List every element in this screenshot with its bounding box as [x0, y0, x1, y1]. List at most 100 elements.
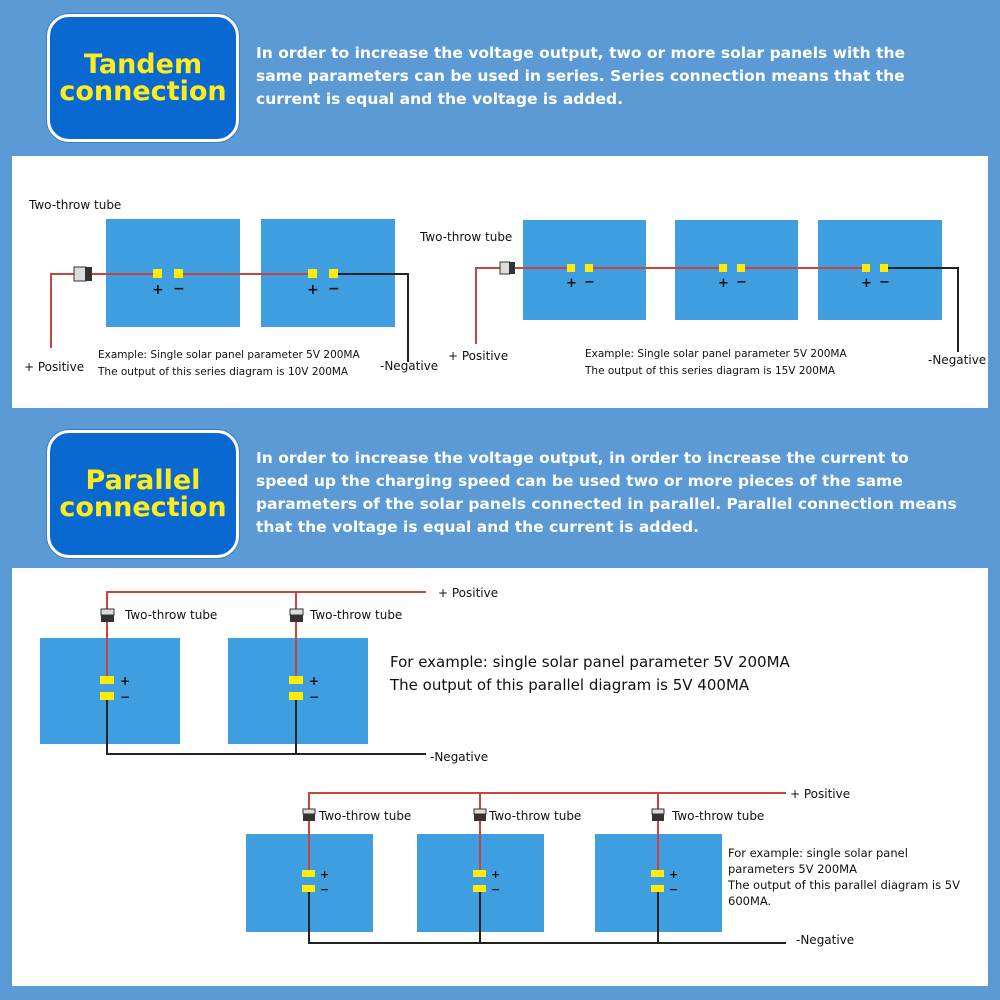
solar-panel	[40, 638, 180, 744]
parallel-top-tube-label: Two-throw tube	[124, 608, 217, 622]
parallel-badge-line1: Parallel	[85, 465, 201, 496]
positive-wire	[475, 267, 500, 344]
positive-wire	[106, 591, 426, 676]
plus-sign: +	[861, 276, 872, 291]
terminal-negative	[100, 692, 114, 700]
minus-sign: −	[584, 275, 595, 290]
two-throw-tube-icon	[100, 608, 115, 616]
two-throw-tube-icon	[101, 615, 114, 622]
negative-wire	[888, 267, 959, 352]
two-throw-tube-icon	[509, 262, 515, 274]
tandem-badge-line1: Tandem	[83, 49, 203, 80]
solar-panel	[228, 638, 368, 744]
minus-sign: −	[309, 690, 319, 704]
plus-sign: +	[566, 276, 577, 291]
tandem-right-example-line1: Example: Single solar panel parameter 5V…	[585, 348, 847, 360]
terminal-positive	[289, 676, 303, 684]
minus-sign: −	[320, 883, 329, 896]
parallel-bottom-example-line4: 600MA.	[728, 894, 771, 908]
tandem-right-positive-label: + Positive	[448, 349, 508, 363]
plus-sign: +	[307, 282, 319, 298]
plus-sign: +	[718, 276, 729, 291]
tandem-left-tube-label: Two-throw tube	[28, 198, 121, 212]
parallel-diagram: + − + − Two-throw tube Two-throw tube + …	[40, 586, 960, 947]
positive-wire	[308, 792, 786, 870]
parallel-bottom-tube-label: Two-throw tube	[318, 809, 411, 823]
tandem-diagram: Two-throw tube + − + − + Positive -Negat…	[24, 198, 986, 378]
tandem-badge-line2: connection	[59, 76, 227, 107]
terminal-negative	[651, 885, 664, 892]
minus-sign: −	[669, 883, 678, 896]
two-throw-tube-icon	[651, 808, 665, 815]
parallel-bottom-example-line1: For example: single solar panel	[728, 846, 908, 860]
two-throw-tube-icon	[474, 814, 486, 821]
parallel-top-positive-label: + Positive	[438, 586, 498, 600]
minus-sign: −	[120, 690, 130, 704]
plus-sign: +	[491, 868, 500, 881]
positive-wire	[50, 273, 76, 348]
tandem-left-example-line2: The output of this series diagram is 10V…	[97, 366, 349, 378]
minus-sign: −	[173, 281, 185, 297]
minus-sign: −	[328, 281, 340, 297]
plus-sign: +	[120, 674, 130, 688]
terminal-negative	[174, 269, 183, 278]
parallel-bottom-tube-label: Two-throw tube	[488, 809, 581, 823]
two-throw-tube-icon	[73, 266, 87, 282]
terminal-negative	[329, 269, 338, 278]
terminal-positive	[719, 264, 727, 272]
terminal-positive	[862, 264, 870, 272]
two-throw-tube-icon	[652, 814, 664, 821]
plus-sign: +	[669, 868, 678, 881]
terminal-positive	[100, 676, 114, 684]
two-throw-tube-icon	[303, 814, 315, 821]
parallel-top-example-line2: The output of this parallel diagram is 5…	[389, 676, 750, 694]
terminal-negative	[473, 885, 486, 892]
terminal-positive	[302, 870, 315, 877]
tandem-left-negative-label: -Negative	[380, 359, 438, 373]
negative-wire	[106, 694, 426, 755]
plus-sign: +	[152, 282, 164, 298]
minus-sign: −	[736, 275, 747, 290]
two-throw-tube-icon	[289, 608, 304, 616]
terminal-negative	[737, 264, 745, 272]
two-throw-tube-icon	[499, 261, 511, 275]
parallel-badge: Parallel connection	[47, 430, 239, 558]
terminal-positive	[567, 264, 575, 272]
plus-sign: +	[320, 868, 329, 881]
parallel-diagram-area: + − + − Two-throw tube Two-throw tube + …	[12, 568, 988, 986]
parallel-bottom-negative-label: -Negative	[796, 933, 854, 947]
tandem-right-negative-label: -Negative	[928, 353, 986, 367]
parallel-top-negative-label: -Negative	[430, 750, 488, 764]
solar-panel	[523, 220, 646, 320]
terminal-negative	[289, 692, 303, 700]
parallel-description: In order to increase the voltage output,…	[256, 449, 957, 536]
tandem-left-example-line1: Example: Single solar panel parameter 5V…	[98, 349, 360, 361]
parallel-top-tube-label: Two-throw tube	[309, 608, 402, 622]
minus-sign: −	[879, 275, 890, 290]
parallel-bottom-tube-label: Two-throw tube	[671, 809, 764, 823]
negative-wire	[336, 273, 409, 362]
parallel-bottom-example-line3: The output of this parallel diagram is 5…	[727, 878, 960, 892]
parallel-badge-line2: connection	[59, 492, 227, 523]
tandem-left-positive-label: + Positive	[24, 360, 84, 374]
two-throw-tube-icon	[290, 615, 303, 622]
tandem-diagram-area: Two-throw tube + − + − + Positive -Negat…	[12, 156, 988, 408]
terminal-negative	[585, 264, 593, 272]
parallel-bottom-example-line2: parameters 5V 200MA	[728, 862, 857, 876]
terminal-negative	[880, 264, 888, 272]
plus-sign: +	[309, 674, 319, 688]
minus-sign: −	[491, 883, 500, 896]
two-throw-tube-icon	[302, 808, 316, 815]
two-throw-tube-icon	[85, 267, 92, 281]
parallel-top-example-line1: For example: single solar panel paramete…	[390, 653, 791, 671]
terminal-positive	[651, 870, 664, 877]
tandem-badge: Tandem connection	[47, 14, 239, 142]
terminal-negative	[302, 885, 315, 892]
negative-wire	[308, 888, 786, 944]
tandem-description: In order to increase the voltage output,…	[256, 44, 906, 108]
terminal-positive	[473, 870, 486, 877]
terminal-positive	[308, 269, 317, 278]
two-throw-tube-icon	[473, 808, 487, 815]
tandem-right-example-line2: The output of this series diagram is 15V…	[584, 365, 836, 377]
solar-panel	[675, 220, 798, 320]
